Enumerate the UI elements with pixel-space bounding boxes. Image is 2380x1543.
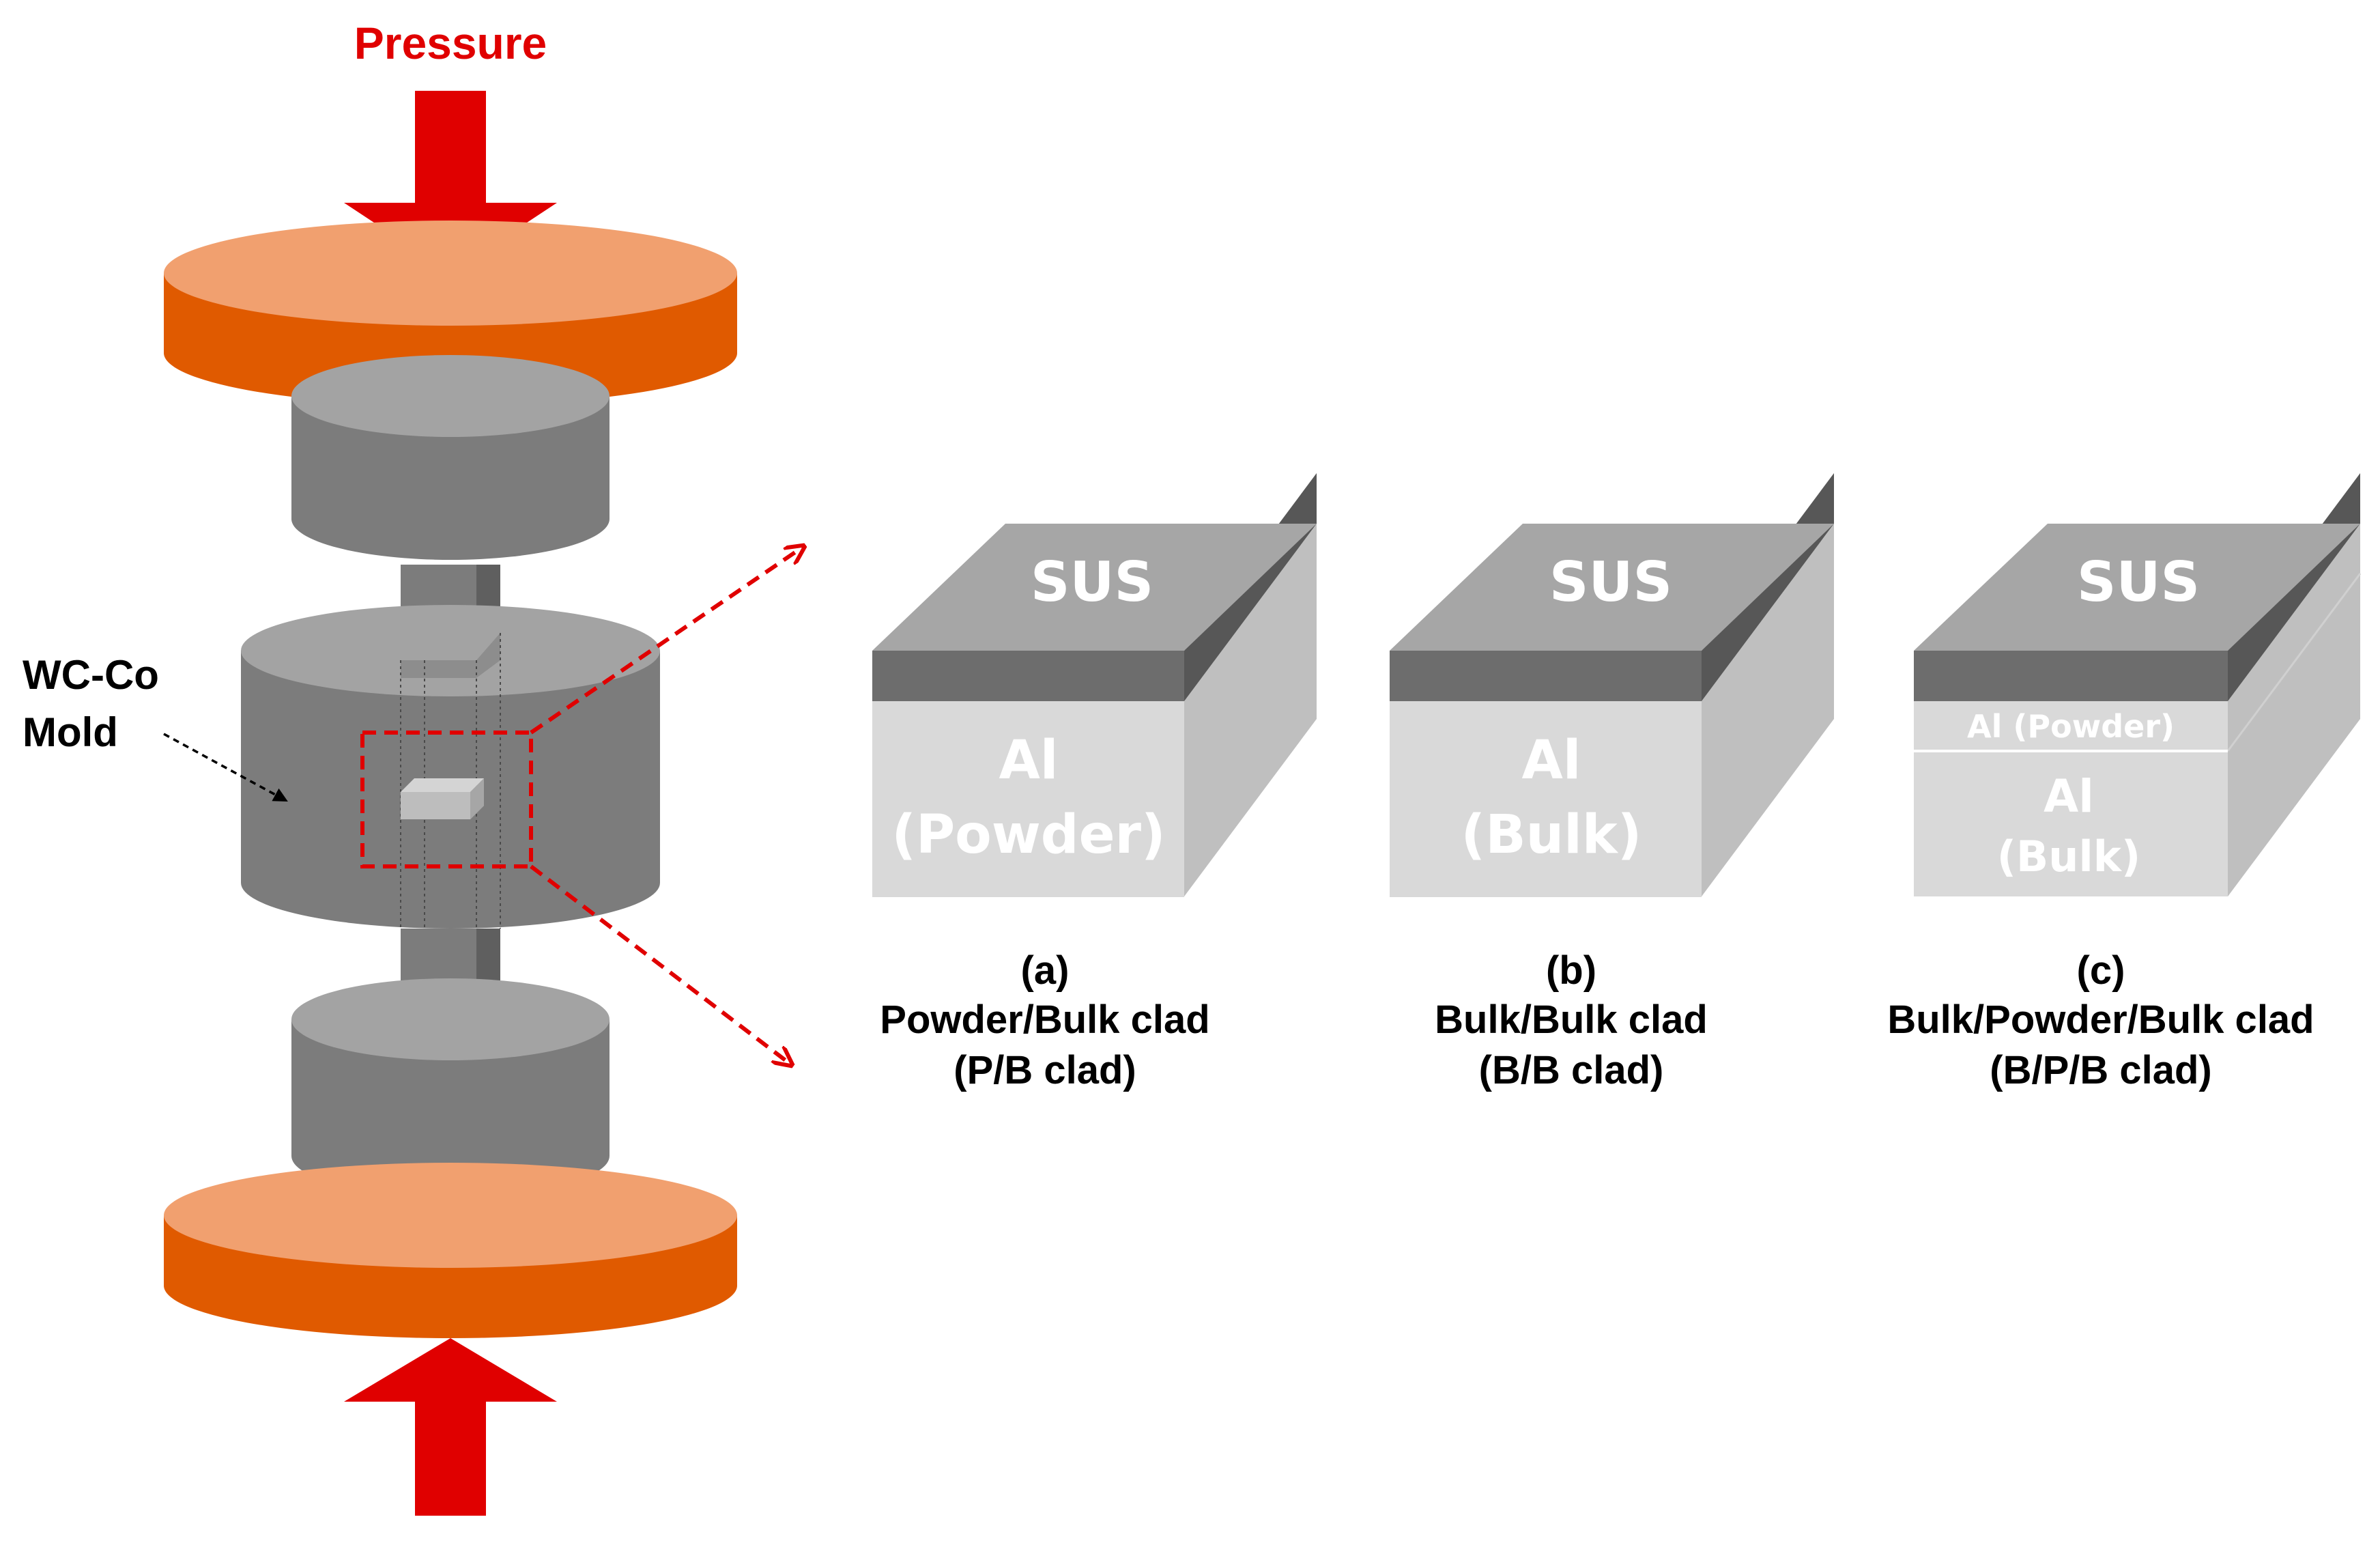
sus-layer	[1914, 651, 2228, 701]
al-layer	[872, 701, 1184, 897]
sus-layer	[1390, 651, 1702, 701]
al-powder-layer	[1914, 701, 2228, 751]
bottom-pressure-arrow	[344, 1338, 557, 1516]
al-layer	[1390, 701, 1702, 897]
caption-title: Bulk/Bulk clad	[1435, 997, 1708, 1042]
al-form-label: (Bulk)	[1461, 804, 1642, 866]
sus-label: SUS	[2077, 550, 2200, 614]
sus-top-face	[1914, 524, 2360, 651]
bottom-pressure-plate	[164, 1163, 737, 1338]
mold-label-line2: Mold	[23, 709, 118, 755]
al-label: Al	[999, 730, 1058, 791]
press-assembly: Pressure	[23, 18, 804, 1516]
sample-in-mold	[401, 778, 484, 819]
mold-cavity-guide-lines	[400, 633, 501, 929]
sus-label: SUS	[1549, 550, 1672, 614]
sus-label: SUS	[1031, 550, 1153, 614]
caption-letter: (a)	[1021, 948, 1070, 993]
wc-co-mold	[241, 605, 660, 929]
sus-top-face	[1390, 524, 1834, 651]
zoom-arrow-upper	[530, 546, 804, 735]
pressure-label: Pressure	[354, 18, 547, 68]
al-label: Al	[1521, 730, 1581, 791]
al-label: Al	[2044, 770, 2094, 823]
upper-punch-cylinder	[291, 355, 610, 560]
al-powder-label: Al (Powder)	[1967, 708, 2175, 745]
caption-letter: (c)	[2077, 948, 2125, 993]
caption-title: Bulk/Powder/Bulk clad	[1887, 997, 2314, 1042]
al-layer	[1914, 752, 2228, 896]
clad-block-c: SUS Al (Powder) Al (Bulk)	[1914, 473, 2362, 896]
top-pressure-plate	[164, 221, 737, 406]
caption-a: (a) Powder/Bulk clad (P/B clad)	[880, 948, 1209, 1092]
caption-abbr: (P/B clad)	[954, 1048, 1136, 1092]
al-form-label: (Bulk)	[1997, 832, 2141, 881]
caption-letter: (b)	[1546, 948, 1596, 993]
clad-block-b: SUS Al (Bulk)	[1390, 473, 1834, 897]
caption-title: Powder/Bulk clad	[880, 997, 1209, 1042]
caption-abbr: (B/B clad)	[1479, 1048, 1664, 1092]
caption-abbr: (B/P/B clad)	[1990, 1048, 2212, 1092]
clad-block-a: SUS Al (Powder)	[872, 473, 1317, 897]
mold-pointer-arrow	[163, 733, 288, 802]
sample-highlight-box	[360, 731, 533, 868]
sus-layer	[872, 651, 1184, 701]
lower-punch-cylinder	[291, 978, 610, 1197]
caption-c: (c) Bulk/Powder/Bulk clad (B/P/B clad)	[1887, 948, 2314, 1092]
zoom-arrow-lower	[530, 864, 792, 1065]
sus-top-face	[872, 524, 1317, 651]
al-form-label: (Powder)	[891, 804, 1165, 866]
mold-label-line1: WC-Co	[23, 652, 159, 698]
caption-b: (b) Bulk/Bulk clad (B/B clad)	[1435, 948, 1708, 1092]
